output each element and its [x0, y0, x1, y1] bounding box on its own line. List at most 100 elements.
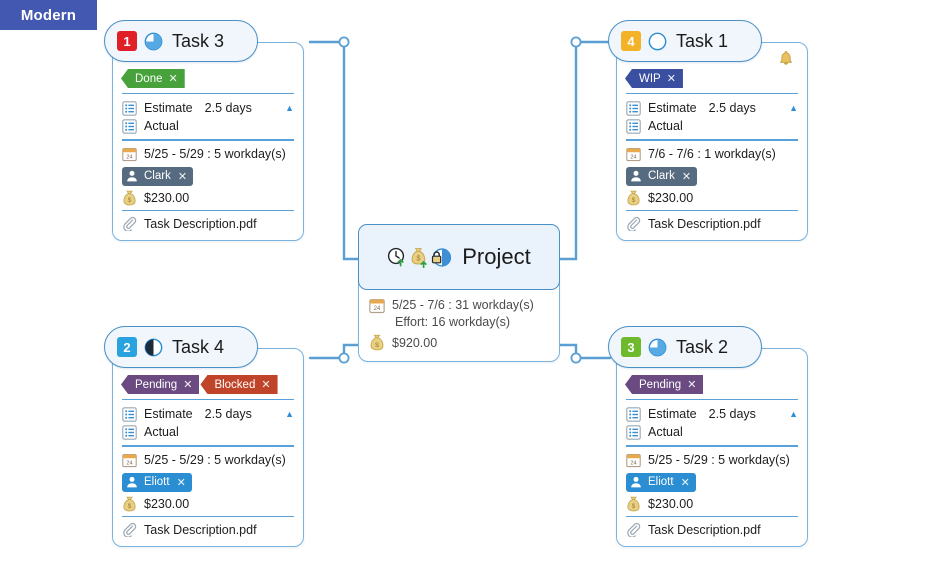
date-row: 24 5/25 - 5/29 : 5 workday(s)	[122, 452, 294, 470]
money-add-icon[interactable]: $	[409, 247, 429, 268]
project-date-row: 24 5/25 - 7/6 : 31 workday(s)	[369, 297, 549, 314]
collapse-triangle-icon[interactable]: ▲	[285, 408, 294, 419]
task-number: 4	[627, 33, 635, 49]
collapse-handle	[338, 352, 350, 364]
tag-pending[interactable]: Pending ✕	[625, 375, 704, 394]
date-text: 5/25 - 5/29 : 5 workday(s)	[648, 453, 790, 468]
reminder-bell-icon[interactable]	[778, 50, 794, 68]
tag-remove-icon[interactable]: ✕	[687, 379, 697, 391]
assignee-remove-icon[interactable]: ✕	[177, 170, 188, 183]
divider	[626, 445, 798, 447]
svg-text:$: $	[128, 197, 132, 204]
assignee-chip[interactable]: Eliott ✕	[122, 472, 192, 492]
divider	[626, 139, 798, 141]
pie-75-icon[interactable]	[648, 338, 667, 357]
lock-progress-icon[interactable]	[430, 247, 452, 268]
tag-remove-icon[interactable]: ✕	[183, 379, 193, 391]
pie-75-icon[interactable]	[144, 32, 163, 51]
task-number-badge: 4	[621, 31, 641, 51]
tag-wip[interactable]: WIP ✕	[625, 69, 683, 88]
divider	[122, 445, 294, 447]
ribbon-text: Modern	[20, 6, 77, 24]
attachment-row[interactable]: Task Description.pdf	[122, 522, 294, 538]
list-icon	[122, 101, 137, 116]
date-text: 5/25 - 5/29 : 5 workday(s)	[144, 147, 286, 162]
svg-text:$: $	[417, 253, 421, 262]
estimate-row: Estimate 2.5 days ▲	[626, 99, 798, 117]
assignee-chip[interactable]: Clark ✕	[122, 166, 194, 186]
estimate-value: 2.5 days	[204, 100, 252, 115]
tag-pending[interactable]: Pending ✕	[121, 375, 200, 394]
collapse-triangle-icon[interactable]: ▲	[789, 408, 798, 419]
tag-remove-icon[interactable]: ✕	[261, 379, 271, 391]
assignee-remove-icon[interactable]: ✕	[176, 476, 186, 489]
task-card-body: WIP ✕ Estimate 2.5 days ▲ Actual 24 7/6 …	[616, 42, 808, 242]
task-number-badge: 1	[117, 31, 137, 51]
estimate-row: Estimate 2.5 days ▲	[122, 99, 294, 117]
divider	[122, 93, 294, 95]
cost-value: $230.00	[144, 191, 190, 206]
assignee-remove-icon[interactable]: ✕	[680, 476, 690, 489]
collapse-handle	[570, 36, 582, 48]
tag-label: Pending	[639, 378, 682, 391]
person-icon	[631, 476, 641, 488]
assignee-chip[interactable]: Eliott ✕	[626, 472, 696, 492]
cost-row: $ $230.00	[626, 496, 798, 512]
task-header-task-4[interactable]: 2 Task 4	[104, 326, 258, 368]
cost-value: $230.00	[648, 497, 694, 512]
project-header[interactable]: $ Project	[358, 224, 560, 290]
estimate-label: Estimate	[648, 100, 697, 115]
date-text: 7/6 - 7/6 : 1 workday(s)	[648, 147, 776, 162]
collapse-triangle-icon[interactable]: ▲	[285, 102, 294, 113]
paperclip-icon	[123, 217, 137, 232]
tag-remove-icon[interactable]: ✕	[168, 73, 178, 85]
calendar-icon: 24	[122, 148, 137, 162]
estimate-row: Estimate 2.5 days ▲	[626, 405, 798, 423]
actual-row: Actual	[626, 117, 798, 135]
project-date-text: 5/25 - 7/6 : 31 workday(s)	[392, 298, 534, 312]
paperclip-icon	[627, 217, 641, 232]
actual-row: Actual	[122, 423, 294, 441]
tag-remove-icon[interactable]: ✕	[666, 73, 676, 85]
person-icon	[127, 170, 137, 182]
task-number-badge: 2	[117, 337, 137, 357]
collapse-handle	[338, 36, 350, 48]
actual-row: Actual	[626, 423, 798, 441]
assignee-remove-icon[interactable]: ✕	[681, 170, 692, 183]
circle-half-icon[interactable]	[144, 338, 163, 357]
estimate-value: 2.5 days	[708, 406, 756, 421]
task-title: Task 4	[172, 336, 225, 357]
assignee-chip[interactable]: Clark ✕	[626, 166, 698, 186]
list-icon	[626, 119, 641, 134]
attachment-row[interactable]: Task Description.pdf	[122, 216, 294, 232]
money-bag-icon: $	[370, 334, 384, 351]
task-title: Task 1	[676, 30, 729, 51]
svg-text:$: $	[632, 197, 636, 204]
estimate-value: 2.5 days	[204, 406, 252, 421]
clock-add-icon[interactable]	[387, 247, 407, 267]
date-row: 24 5/25 - 5/29 : 5 workday(s)	[122, 146, 294, 164]
assignee-name: Eliott	[144, 476, 170, 489]
attachment-row[interactable]: Task Description.pdf	[626, 522, 798, 538]
tag-done[interactable]: Done ✕	[121, 69, 185, 88]
task-card-body: Pending ✕ Blocked ✕ Estimate 2.5 days ▲ …	[112, 348, 304, 548]
calendar-icon: 24	[122, 454, 137, 468]
task-header-task-3[interactable]: 1 Task 3	[104, 20, 258, 62]
tag-label: Blocked	[214, 378, 256, 391]
paperclip-icon	[627, 523, 641, 538]
task-header-task-2[interactable]: 3 Task 2	[608, 326, 762, 368]
tag-blocked[interactable]: Blocked ✕	[200, 375, 278, 394]
list-icon	[626, 425, 641, 440]
task-header-task-1[interactable]: 4 Task 1	[608, 20, 762, 62]
svg-text:24: 24	[126, 460, 132, 466]
svg-text:$: $	[128, 503, 132, 510]
collapse-triangle-icon[interactable]: ▲	[789, 102, 798, 113]
attachment-row[interactable]: Task Description.pdf	[626, 216, 798, 232]
divider	[626, 210, 798, 212]
divider	[122, 139, 294, 141]
circle-empty-icon[interactable]	[648, 32, 667, 51]
divider	[122, 399, 294, 401]
date-row: 24 5/25 - 5/29 : 5 workday(s)	[626, 452, 798, 470]
collapse-handle	[570, 352, 582, 364]
